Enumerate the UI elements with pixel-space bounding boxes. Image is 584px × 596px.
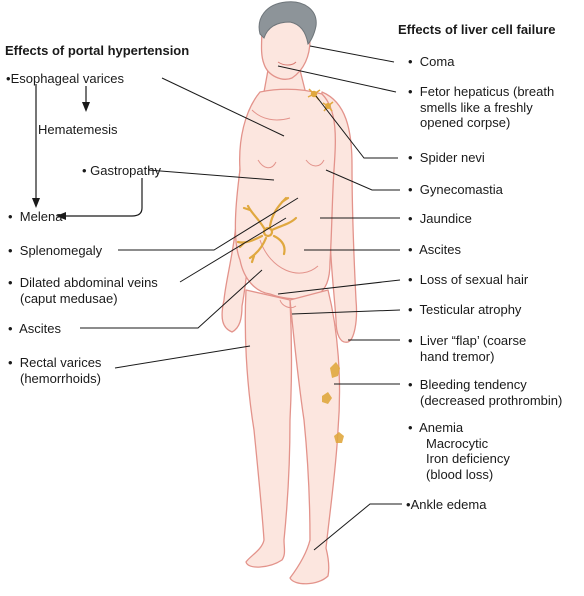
label-loss-of-hair: • Loss of sexual hair xyxy=(408,272,529,287)
ankle-edema-text: Ankle edema xyxy=(410,497,487,512)
head xyxy=(258,1,317,80)
ascites-right-text: Ascites xyxy=(419,242,461,257)
rectal-varices-line1: Rectal varices xyxy=(19,355,102,370)
label-esophageal-varices: •Esophageal varices xyxy=(6,71,125,86)
label-ascites-right: • Ascites xyxy=(408,242,461,257)
bruise-marks xyxy=(322,362,344,443)
bleeding-line2: (decreased prothrombin) xyxy=(420,392,563,408)
label-testicular-atrophy: • Testicular atrophy xyxy=(408,302,522,317)
anemia-line1: Anemia xyxy=(419,420,464,435)
liver-failure-heading: Effects of liver cell failure xyxy=(398,22,556,37)
label-bleeding-tendency: • Bleeding tendency (decreased prothromb… xyxy=(408,377,563,408)
label-splenomegaly: • Splenomegaly xyxy=(8,243,103,258)
ascites-left-text: Ascites xyxy=(19,321,61,336)
esophageal-varices-text: Esophageal varices xyxy=(10,71,125,86)
fetor-line1: Fetor hepaticus (breath xyxy=(419,84,555,99)
abdominal-veins-line2: (caput medusae) xyxy=(20,290,118,306)
coma-text: Coma xyxy=(419,54,455,69)
label-ankle-edema: •Ankle edema xyxy=(406,497,487,512)
label-jaundice: • Jaundice xyxy=(408,211,472,226)
label-hematemesis: Hematemesis xyxy=(38,122,118,137)
human-figure xyxy=(221,69,358,585)
label-gynecomastia: • Gynecomastia xyxy=(408,182,503,197)
label-liver-flap: • Liver “flap’ (coarse hand tremor) xyxy=(408,333,527,364)
portal-hypertension-heading: Effects of portal hypertension xyxy=(5,43,190,58)
liver-flap-line2: hand tremor) xyxy=(420,348,495,364)
fetor-line3: opened corpse) xyxy=(420,115,511,130)
label-coma: • Coma xyxy=(408,54,455,69)
label-ascites-left: • Ascites xyxy=(8,321,61,336)
label-rectal-varices: • Rectal varices (hemorrhoids) xyxy=(8,355,102,386)
body-contours xyxy=(251,109,325,309)
gastropathy-text: Gastropathy xyxy=(90,163,161,178)
spider-nevi-marks xyxy=(307,88,334,112)
melena-text: Melena xyxy=(19,209,63,224)
fetor-line2: smells like a freshly xyxy=(420,99,533,115)
caput-medusae-veins xyxy=(236,196,298,264)
label-abdominal-veins: • Dilated abdominal veins (caput medusae… xyxy=(8,275,158,306)
rectal-varices-line2: (hemorrhoids) xyxy=(20,370,101,386)
loss-of-hair-text: Loss of sexual hair xyxy=(419,272,529,287)
label-gastropathy: • Gastropathy xyxy=(82,163,161,178)
jaundice-text: Jaundice xyxy=(419,211,472,226)
testicular-atrophy-text: Testicular atrophy xyxy=(419,302,522,317)
label-spider-nevi: • Spider nevi xyxy=(408,150,485,165)
splenomegaly-text: Splenomegaly xyxy=(19,243,103,258)
spider-nevi-text: Spider nevi xyxy=(419,150,485,165)
label-fetor-hepaticus: • Fetor hepaticus (breath smells like a … xyxy=(408,84,555,130)
anemia-line2: Macrocytic xyxy=(426,435,489,451)
leader-lines xyxy=(80,45,402,551)
arrowheads xyxy=(32,102,90,220)
gynecomastia-text: Gynecomastia xyxy=(419,182,503,197)
label-melena: • Melena xyxy=(8,209,63,224)
anemia-line3: Iron deficiency xyxy=(426,451,510,466)
label-anemia: • Anemia Macrocytic Iron deficiency (blo… xyxy=(408,420,510,482)
abdominal-veins-line1: Dilated abdominal veins xyxy=(19,275,158,290)
anemia-line4: (blood loss) xyxy=(426,466,494,482)
liver-flap-line1: Liver “flap’ (coarse xyxy=(419,333,527,348)
bleeding-line1: Bleeding tendency xyxy=(419,377,527,392)
